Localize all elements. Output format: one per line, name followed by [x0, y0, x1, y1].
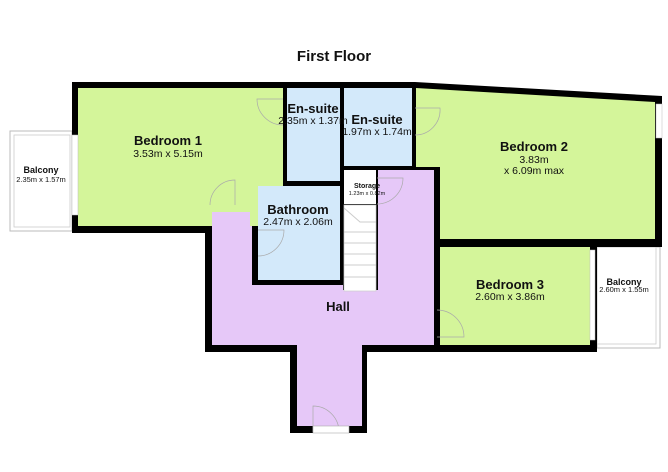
bedroom-1 — [78, 88, 283, 226]
balcony-left-label: Balcony — [23, 165, 58, 175]
bedroom-2-label: Bedroom 2 — [500, 139, 568, 154]
balcony-right-label: Balcony — [606, 277, 641, 287]
bathroom — [258, 186, 340, 280]
bedroom-2 — [416, 88, 655, 239]
storage — [344, 170, 376, 204]
bedroom-3 — [440, 247, 590, 345]
bathroom-dims: 2.47m x 2.06m — [263, 216, 333, 228]
balcony-right — [596, 246, 661, 349]
bedroom-2-dims-max: x 6.09m max — [504, 165, 565, 177]
ensuite-2-dims: 1.97m x 1.74m — [342, 126, 412, 138]
ensuite-1 — [287, 88, 340, 181]
bedroom-3-dims: 2.60m x 3.86m — [475, 291, 545, 303]
bedroom-1-label: Bedroom 1 — [134, 133, 202, 148]
floor-title: First Floor — [296, 48, 372, 65]
ensuite-1-label: En-suite — [287, 101, 338, 116]
bedroom-1-dims: 3.53m x 5.15m — [133, 148, 203, 160]
storage-dims: 1.23m x 0.82m — [349, 191, 386, 197]
balcony-right-dims: 2.60m x 1.55m — [599, 285, 649, 294]
ensuite-2 — [344, 88, 412, 166]
bedroom-3-label: Bedroom 3 — [476, 277, 544, 292]
ensuite-2-label: En-suite — [351, 112, 402, 127]
bedroom-2-dims: 3.83m — [519, 154, 548, 166]
balcony-left-dims: 2.35m x 1.57m — [16, 175, 66, 184]
hall — [212, 170, 434, 426]
ensuite-1-dims: 2.35m x 1.37m — [278, 115, 348, 127]
stairs — [343, 204, 377, 292]
storage-label: Storage — [354, 183, 380, 190]
bathroom-label: Bathroom — [267, 202, 328, 217]
hall-label: Hall — [326, 299, 350, 314]
